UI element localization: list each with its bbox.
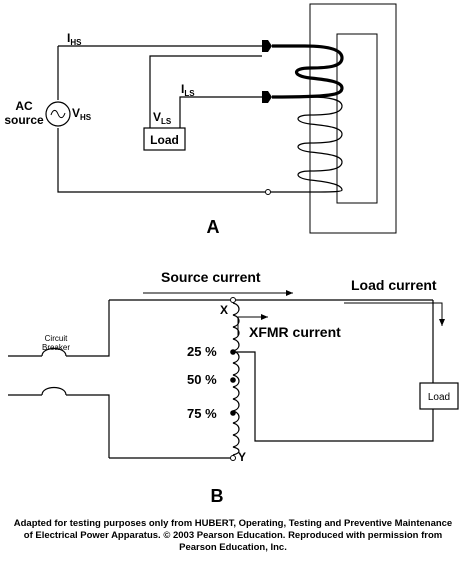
tap-50-dot — [230, 377, 236, 383]
bottom-terminal — [265, 189, 271, 195]
ils-label: ILS — [181, 82, 195, 98]
x-terminal — [230, 297, 236, 303]
load-right-wire — [235, 300, 434, 442]
breaker-label-line2: Breaker — [42, 343, 70, 352]
thin-winding — [297, 96, 343, 193]
ls-terminal — [262, 91, 272, 103]
source-left-wire — [57, 46, 265, 193]
ac-label: AC — [15, 99, 33, 113]
caption-line-2: of Electrical Power Apparatus. © 2003 Pe… — [23, 530, 443, 541]
tap-25-label: 25 % — [187, 344, 217, 359]
caption-line-3: Pearson Education, Inc. — [179, 542, 287, 553]
hs-terminal — [262, 40, 272, 52]
transformer-core-window — [336, 33, 378, 204]
autotransformer-winding — [232, 302, 240, 456]
load-current-arrow — [344, 302, 445, 326]
ihs-label: IHS — [67, 31, 82, 47]
y-terminal — [230, 455, 236, 461]
tap-25-dot — [230, 349, 236, 355]
load-top-wire — [149, 55, 262, 128]
xfmr-current-label: XFMR current — [249, 324, 341, 340]
load-label-a: Load — [150, 133, 179, 147]
sine-icon — [50, 109, 66, 119]
source-label: source — [4, 113, 44, 127]
transformer-core-outer — [309, 3, 397, 234]
vls-label: VLS — [153, 110, 172, 126]
hs-thick-lead — [271, 44, 344, 99]
breaker-label-line1: Circuit — [45, 334, 68, 343]
diagram-b: Source current Load current XFMR current… — [8, 269, 459, 506]
figure-letter-b: B — [211, 486, 224, 506]
left-upper-wire — [66, 300, 110, 357]
breaker-lower — [8, 386, 67, 396]
breaker-upper — [8, 347, 67, 357]
left-lower-wire — [66, 394, 110, 458]
load-current-label: Load current — [351, 277, 437, 293]
tap-x-label: X — [220, 303, 228, 317]
load-box-b — [419, 382, 459, 410]
load-label-b: Load — [428, 392, 450, 403]
tap-75-label: 75 % — [187, 406, 217, 421]
source-current-label: Source current — [161, 269, 261, 285]
tap-y-label: Y — [238, 450, 246, 464]
tap-75-dot — [230, 410, 236, 416]
tap-50-label: 50 % — [187, 372, 217, 387]
diagram-a: Load IHS ILS VLS VHS AC source A — [4, 3, 397, 237]
attribution-caption: Adapted for testing purposes only from H… — [2, 518, 464, 554]
load-box-a — [143, 127, 186, 151]
vhs-label: VHS — [72, 106, 92, 122]
caption-line-1: Adapted for testing purposes only from H… — [13, 518, 453, 529]
figure-letter-a: A — [207, 217, 220, 237]
ls-wire — [179, 96, 262, 128]
